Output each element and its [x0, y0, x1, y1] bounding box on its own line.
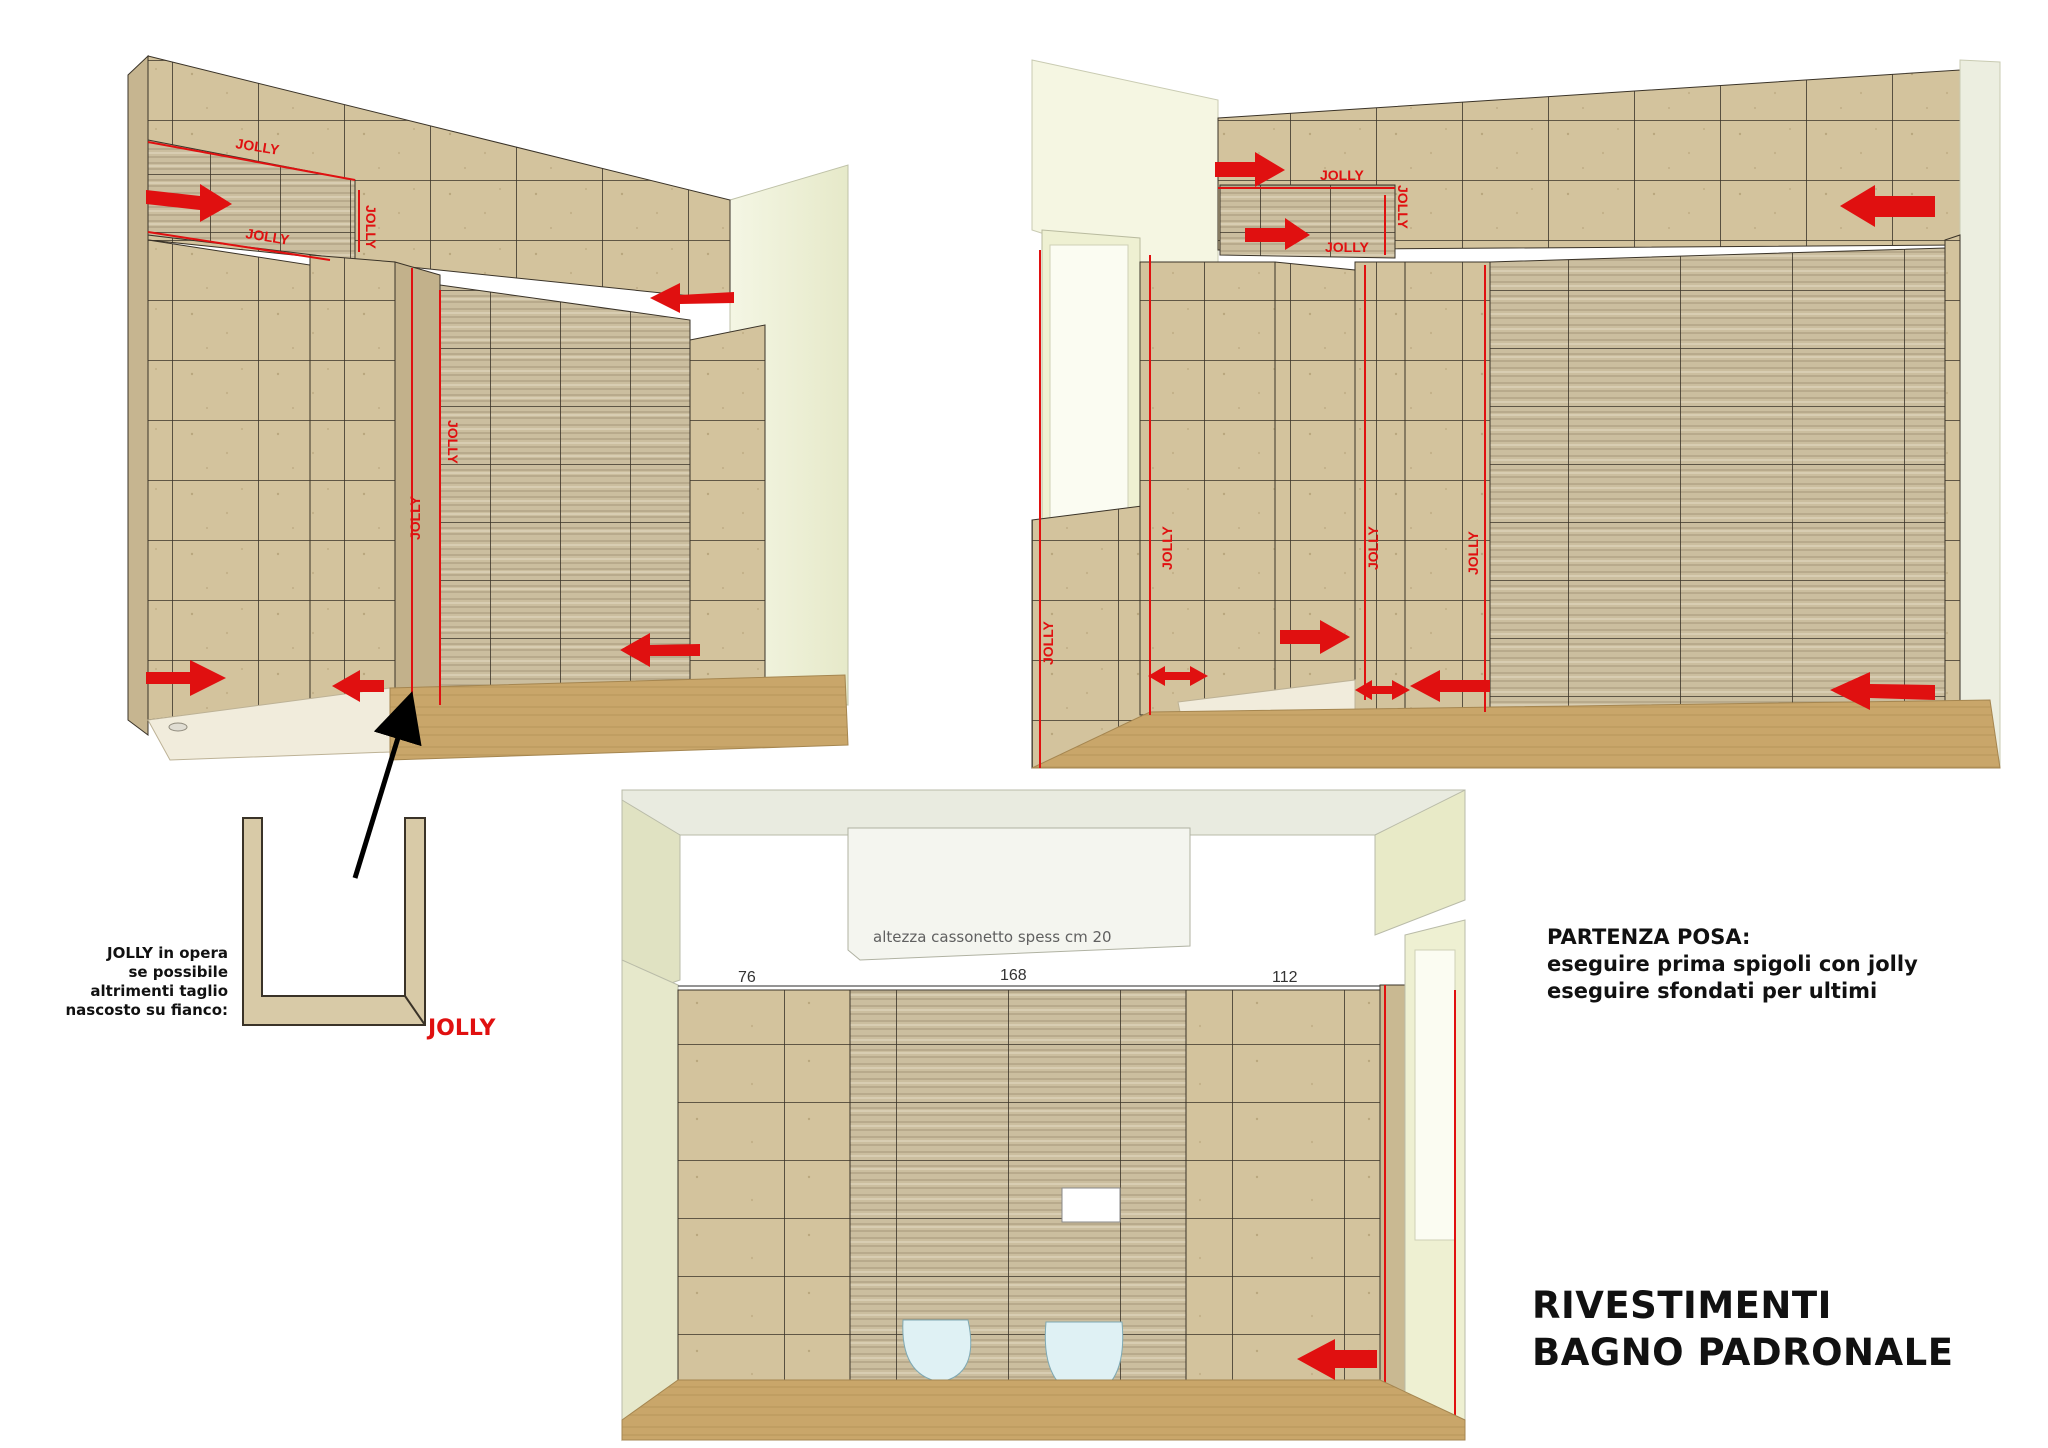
cassonetto-label: altezza cassonetto spess cm 20	[873, 928, 1112, 946]
red-arrow	[1215, 152, 1285, 187]
view-shower-left: JOLLY JOLLY JOLLY JOLLY JOLLY	[127, 54, 849, 879]
notes-line: eseguire sfondati per ultimi	[1547, 979, 1878, 1003]
red-arrow-markers	[146, 184, 734, 702]
caption-line: altrimenti taglio	[90, 982, 228, 1000]
jolly-label: JOLLY	[1040, 621, 1056, 665]
view-elevation: altezza cassonetto spess cm 20 76 168 11…	[621, 789, 1466, 1442]
jolly-label: JOLLY	[407, 496, 423, 540]
caption-line: nascosto su fianco:	[65, 1001, 229, 1019]
jolly-detail	[242, 817, 426, 1026]
dimension-76: 76	[738, 969, 756, 986]
jolly-label: JOLLY	[1465, 531, 1481, 575]
jolly-label: JOLLY	[1320, 167, 1364, 183]
title-line: BAGNO PADRONALE	[1532, 1331, 1954, 1374]
jolly-detail-caption: JOLLY in opera se possibile altrimenti t…	[60, 944, 229, 1020]
installation-notes: PARTENZA POSA: eseguire prima spigoli co…	[1547, 924, 1918, 1005]
red-arrow	[1830, 672, 1935, 710]
caption-line: JOLLY in opera	[107, 944, 228, 962]
jolly-label: JOLLY	[1325, 239, 1369, 255]
jolly-label: JOLLY	[363, 205, 379, 249]
jolly-label: JOLLY	[235, 135, 281, 158]
red-arrow	[1355, 680, 1410, 700]
red-arrow	[1410, 670, 1490, 702]
jolly-label: JOLLY	[1365, 526, 1381, 570]
jolly-label: JOLLY	[1395, 185, 1411, 229]
view-shower-right: JOLLY JOLLY JOLLY JOLLY JOLLY JOLLY JOLL…	[1031, 59, 2001, 769]
sheet-title: RIVESTIMENTI BAGNO PADRONALE	[1532, 1282, 1953, 1376]
flush-plate	[1061, 1187, 1121, 1223]
jolly-detail-label: JOLLY	[428, 1016, 496, 1041]
jolly-label: JOLLY	[445, 420, 461, 464]
red-arrow	[1280, 620, 1350, 654]
red-arrow	[1245, 218, 1310, 250]
jolly-label: JOLLY	[245, 225, 291, 248]
jolly-label: JOLLY	[1159, 526, 1175, 570]
red-arrow	[1148, 666, 1208, 686]
notes-line: eseguire prima spigoli con jolly	[1547, 952, 1918, 976]
caption-line: se possibile	[128, 963, 228, 981]
red-arrow	[1840, 185, 1935, 227]
pointer-arrow	[352, 691, 422, 879]
dimension-168: 168	[1000, 967, 1027, 984]
jolly-lines	[147, 141, 441, 705]
dimension-112: 112	[1272, 969, 1298, 986]
red-arrow	[1297, 1339, 1377, 1380]
notes-heading: PARTENZA POSA:	[1547, 925, 1751, 949]
title-line: RIVESTIMENTI	[1532, 1284, 1832, 1327]
